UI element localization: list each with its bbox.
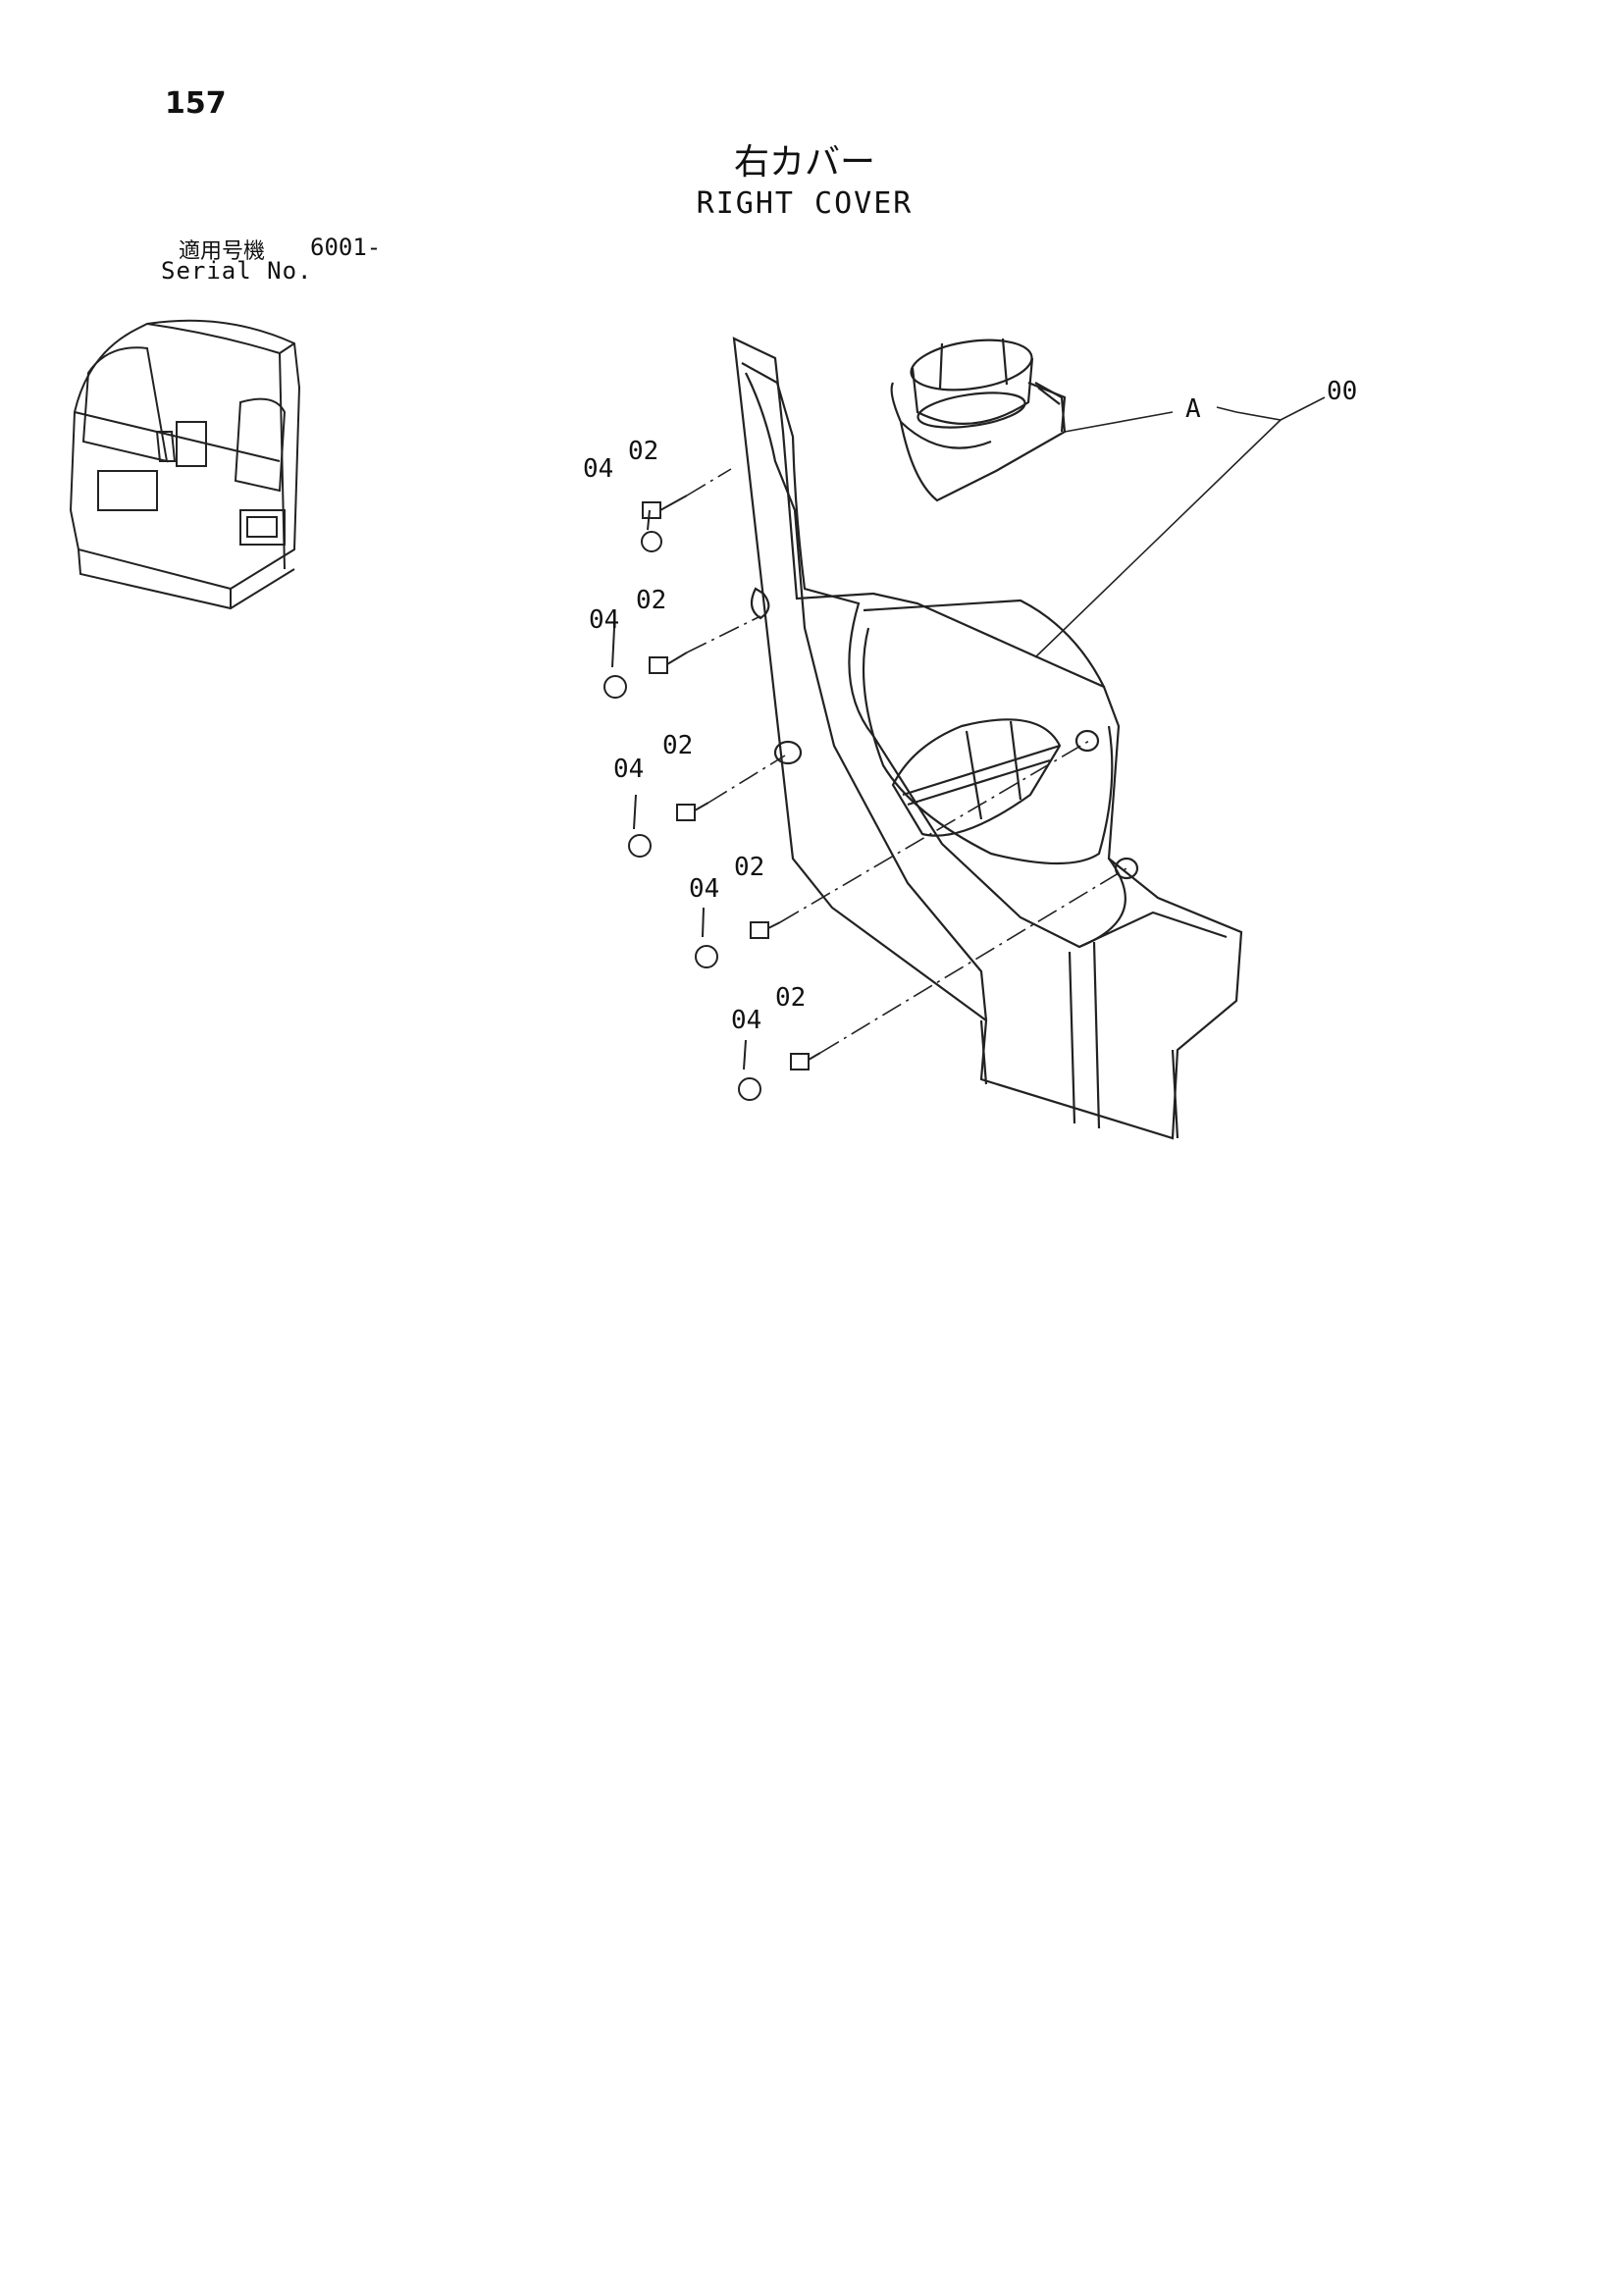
callout-02: 02 [636,586,666,615]
page-title-english: RIGHT COVER [696,186,914,221]
fastener-group-3 [628,794,709,858]
page-title-japanese: 右カバー [733,142,875,183]
fastener-group-5 [738,1039,821,1101]
fastener-group-4 [695,907,781,968]
callout-02: 02 [662,731,693,760]
serial-label-japanese: 適用号機 [179,239,266,264]
callout-02: 02 [734,853,764,882]
page-number: 157 [165,86,227,121]
callout-04: 04 [583,454,613,484]
assembly-leader-lines [686,468,1127,1054]
callout-leader-lines [1034,396,1326,658]
callout-04: 04 [689,874,719,904]
cup-holder-part-a [890,338,1067,502]
callout-02: 02 [775,983,806,1013]
callout-a: A [1185,394,1201,424]
callout-02: 02 [628,437,658,466]
callout-00: 00 [1327,377,1357,406]
right-cover-panel [732,337,1243,1140]
fastener-group-2 [603,627,688,699]
cab-locator-icon [69,319,301,610]
serial-label-english: Serial No. [161,257,313,285]
callout-04: 04 [613,755,644,784]
serial-number-value: 6001- [310,234,382,261]
callout-04: 04 [589,605,619,635]
fastener-group-1 [641,495,688,552]
callout-04: 04 [731,1006,761,1035]
